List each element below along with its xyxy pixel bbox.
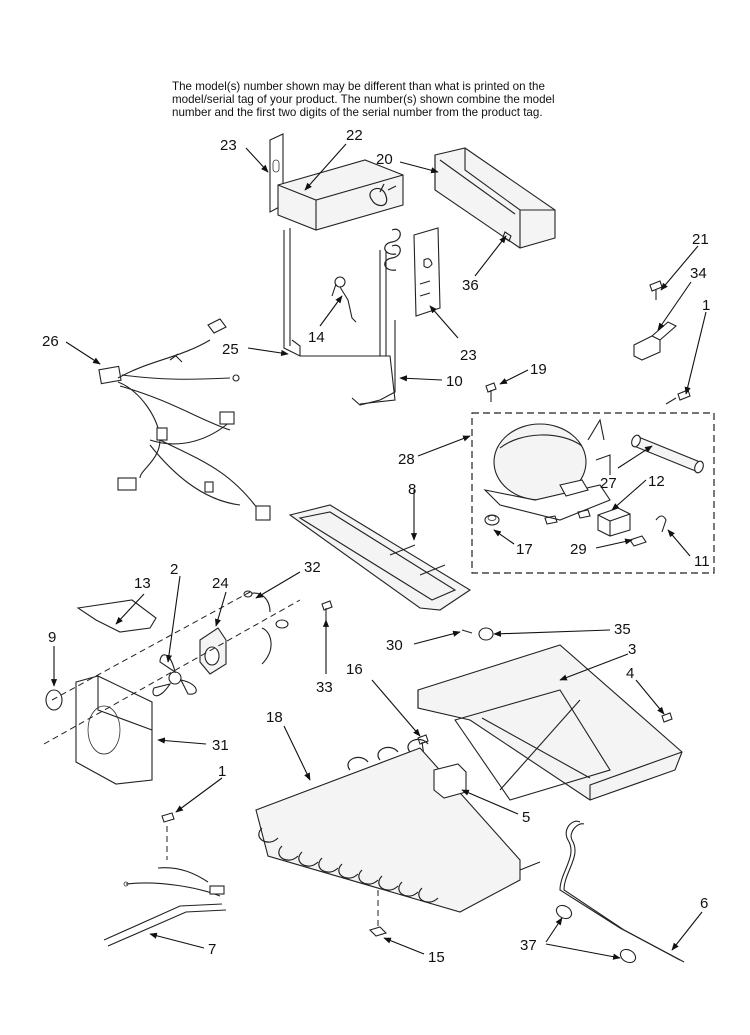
fan-blade [152, 654, 197, 697]
relay-12 [597, 507, 631, 537]
callout-23-bottom: 23 [460, 347, 477, 364]
screw-21 [649, 280, 663, 300]
callout-27: 27 [600, 475, 617, 492]
callout-3: 3 [628, 641, 636, 658]
note-line-1: The model(s) number shown may be differe… [172, 80, 545, 93]
insulator-37 [555, 904, 637, 964]
callout-7: 7 [208, 941, 216, 958]
callout-2: 2 [170, 561, 178, 578]
model-number-note: The model(s) number shown may be differe… [172, 80, 612, 120]
callout-17: 17 [516, 541, 533, 558]
callout-32: 32 [304, 559, 321, 576]
callout-16: 16 [346, 661, 363, 678]
overload-29 [629, 535, 647, 547]
callout-34: 34 [690, 265, 707, 282]
callout-1-lower: 1 [218, 763, 226, 780]
grommet-17 [484, 514, 500, 526]
callout-28: 28 [398, 451, 415, 468]
fan-shroud [75, 675, 153, 785]
callout-10: 10 [446, 373, 463, 390]
callout-4: 4 [626, 665, 634, 682]
callout-9: 9 [48, 629, 56, 646]
clip-11 [655, 515, 667, 533]
evaporator-assembly [269, 133, 441, 406]
grommets-32 [243, 590, 289, 665]
power-cord [103, 867, 227, 947]
callout-36: 36 [462, 277, 479, 294]
drain-pan [288, 504, 472, 611]
note-line-2: model/serial tag of your product. The nu… [172, 93, 555, 107]
screw-33 [321, 600, 333, 620]
note-line-3: number and the first two digits of the s… [172, 106, 543, 120]
tube-6 [559, 820, 685, 963]
callout-13: 13 [134, 575, 151, 592]
leader-lines [50, 143, 707, 960]
screw-1-lower [161, 812, 175, 823]
callout-15: 15 [428, 949, 445, 966]
callout-14: 14 [308, 329, 325, 346]
bracket-13 [76, 599, 157, 633]
callout-33: 33 [316, 679, 333, 696]
screw-30 [461, 629, 473, 634]
callout-18: 18 [266, 709, 283, 726]
base-plate [417, 644, 683, 801]
grommet-9 [45, 689, 63, 711]
screw-4 [661, 712, 673, 723]
clip-15 [368, 926, 388, 937]
part-5 [433, 763, 467, 799]
callout-11: 11 [694, 553, 710, 570]
wire-harness [98, 318, 271, 521]
drier-27 [631, 434, 704, 474]
callout-30: 30 [386, 637, 403, 654]
callout-35: 35 [614, 621, 631, 638]
drain-trough [434, 147, 556, 249]
screw-36 [502, 231, 512, 242]
callout-24: 24 [212, 575, 229, 592]
callout-1-upper: 1 [702, 297, 710, 314]
callout-20: 20 [376, 151, 393, 168]
callouts: 23 22 20 36 21 34 1 14 25 23 26 10 19 28… [42, 127, 710, 966]
callout-26: 26 [42, 333, 59, 350]
grommet-35 [478, 627, 494, 641]
callout-19: 19 [530, 361, 547, 378]
callout-5: 5 [522, 809, 530, 826]
callout-21: 21 [692, 231, 709, 248]
callout-25: 25 [222, 341, 239, 358]
condenser [255, 738, 541, 913]
callout-6: 6 [700, 895, 708, 912]
compressor-kit [471, 412, 715, 574]
callout-31: 31 [212, 737, 229, 754]
callout-8: 8 [408, 481, 416, 498]
callout-22: 22 [346, 127, 363, 144]
callout-23-top: 23 [220, 137, 237, 154]
callout-37: 37 [520, 937, 537, 954]
callout-12: 12 [648, 473, 665, 490]
fan-motor [199, 627, 227, 675]
bracket-34 [633, 321, 677, 361]
callout-29: 29 [570, 541, 587, 558]
screw-19 [485, 382, 497, 402]
